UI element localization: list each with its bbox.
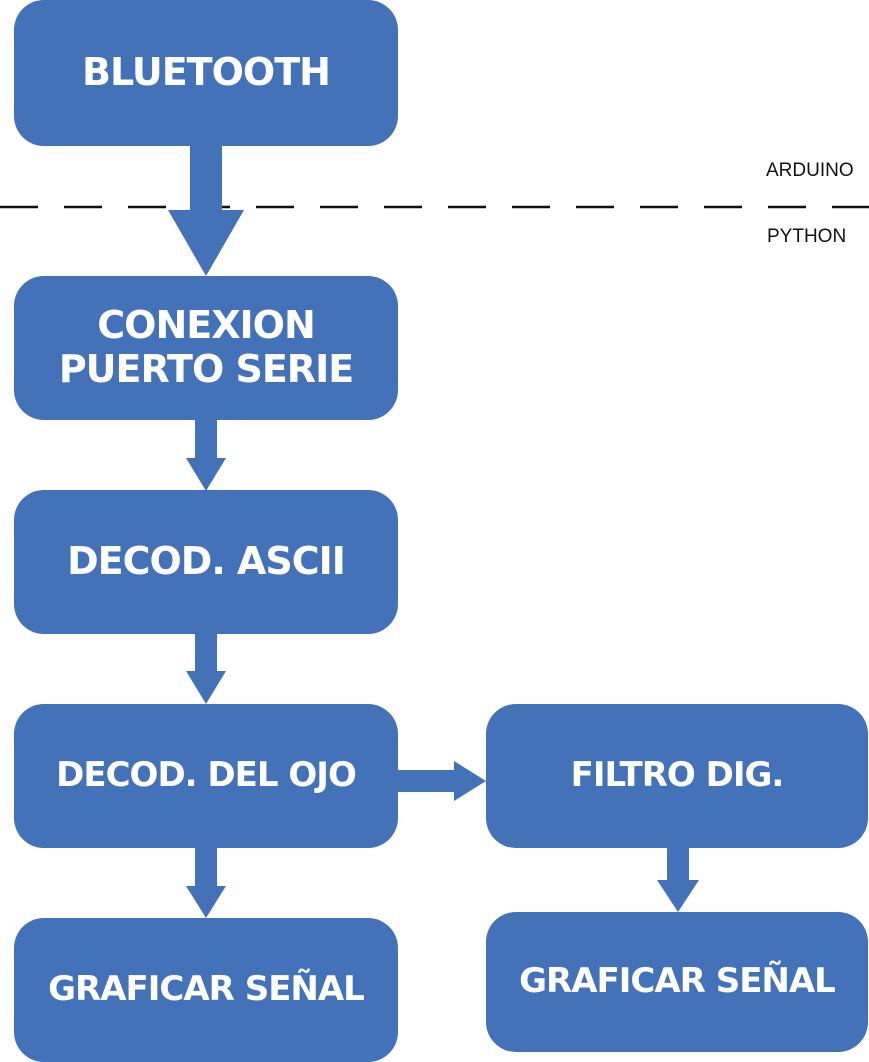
arduino-label: ARDUINO [766,160,854,181]
filter-node-label: FILTRO DIG. [570,755,785,796]
plot-signal-right-node: GRAFICAR SEÑAL [486,912,868,1052]
arrow-bluetooth-to-serial [168,144,244,276]
serial-connection-node: CONEXION PUERTO SERIE [14,276,398,420]
plot-left-node-label: GRAFICAR SEÑAL [48,969,365,1010]
serial-node-line2: PUERTO SERIE [58,347,354,391]
python-label: PYTHON [767,226,847,247]
ascii-node-label: DECOD. ASCII [67,539,346,584]
bluetooth-node: BLUETOOTH [14,0,398,146]
ascii-decode-node: DECOD. ASCII [14,490,398,634]
arrow-filter-to-plot-right [657,848,699,912]
arrow-serial-to-ascii [186,420,226,491]
arrow-ascii-to-eye [186,633,226,704]
serial-node-line1: CONEXION [97,303,315,348]
digital-filter-node: FILTRO DIG. [486,704,868,848]
eye-decode-node: DECOD. DEL OJO [14,704,398,848]
arrow-eye-to-plot-left [186,848,226,918]
eye-node-label: DECOD. DEL OJO [56,755,357,796]
plot-signal-left-node: GRAFICAR SEÑAL [14,918,398,1062]
bluetooth-node-label: BLUETOOTH [82,50,331,95]
arrow-eye-to-filter [398,761,486,801]
plot-right-node-label: GRAFICAR SEÑAL [519,961,836,1002]
